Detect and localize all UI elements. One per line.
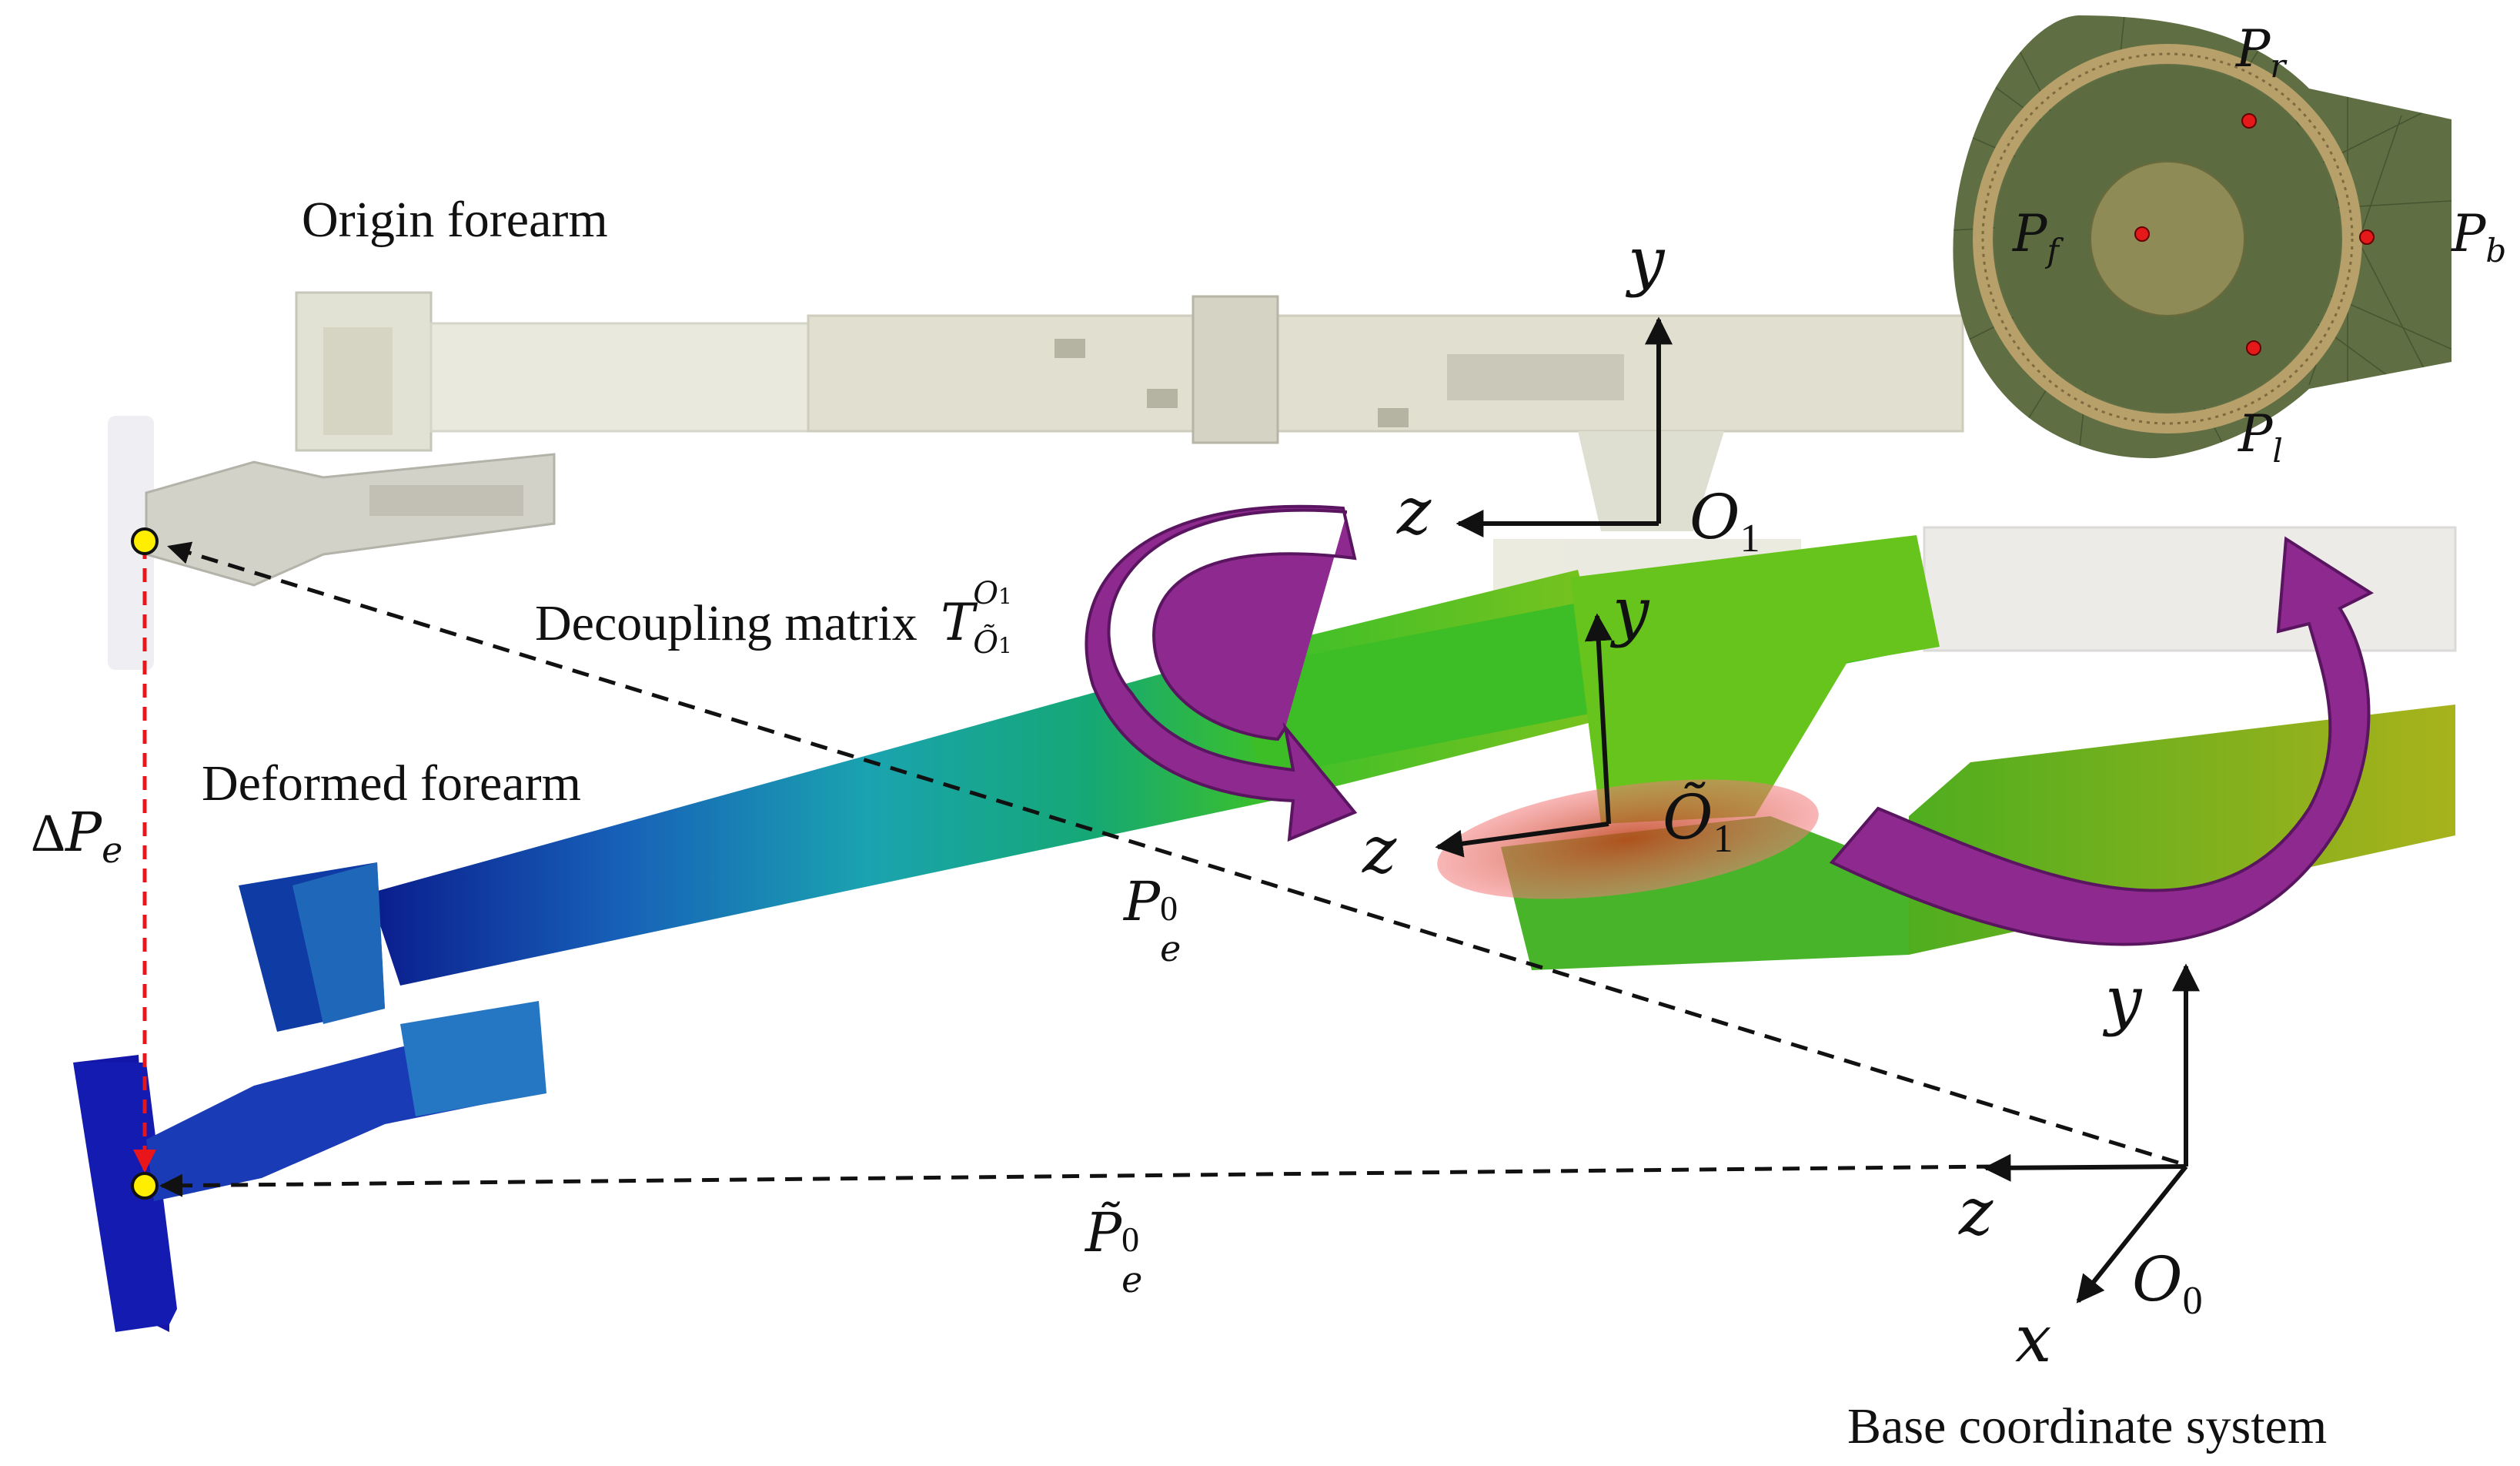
origin-gripper-cylinder xyxy=(369,485,523,516)
pe0t-sup: 0 xyxy=(1121,1220,1140,1259)
inset-hub xyxy=(2090,161,2245,316)
pr-P: P xyxy=(2236,19,2271,79)
joint-highlight-ellipse xyxy=(1437,779,1819,899)
origin-endpoint-marker xyxy=(131,527,159,555)
o1-origin-sub: 1 xyxy=(1740,517,1760,561)
pr-sub: r xyxy=(2270,47,2286,85)
o1t-origin-O: Õ xyxy=(1663,782,1713,853)
o0-origin-sub: 0 xyxy=(2182,1279,2203,1323)
o1-origin-O: O xyxy=(1689,481,1740,553)
matrix-superscript: O1 xyxy=(973,576,1012,611)
o1t-z-label: z xyxy=(1362,812,1397,888)
matrix-T: T xyxy=(941,593,975,652)
rotation-arrow-right xyxy=(1829,536,2375,946)
o0-z-label: z xyxy=(1959,1174,1994,1250)
o1t-y-axis xyxy=(1584,613,1613,825)
inset-point-pl xyxy=(2246,340,2261,356)
deformed-gripper-finger xyxy=(400,1001,546,1116)
origin-gripper-body xyxy=(145,453,556,587)
inset-point-pr xyxy=(2241,113,2257,129)
pe0-P: P xyxy=(1124,870,1161,933)
origin-slot-2 xyxy=(1147,389,1178,408)
decoupling-matrix-text: Decoupling matrix xyxy=(535,595,917,651)
pb-sub: b xyxy=(2485,232,2507,270)
pl-sub: l xyxy=(2272,432,2283,470)
o0-x-axis xyxy=(2076,1165,2188,1304)
o1-z-label: z xyxy=(1397,474,1432,549)
inset-point-pf xyxy=(2134,226,2150,242)
label-base-coordinate-system: Base coordinate system xyxy=(1847,1398,2328,1454)
deformed-gripper-plate xyxy=(73,1063,177,1332)
o1t-z-axis xyxy=(1435,822,1609,858)
deformed-wrist-face xyxy=(292,862,385,1024)
inset-point-pb xyxy=(2359,229,2375,245)
origin-clamp-block xyxy=(1191,295,1279,444)
origin-slot-3 xyxy=(1378,408,1409,427)
delta-pe-P: P xyxy=(65,801,102,864)
origin-forearm-model xyxy=(108,291,2457,670)
inset-label-pb: Pb xyxy=(2451,204,2506,269)
origin-wrist-inner xyxy=(323,327,393,435)
o1-y-label: y xyxy=(1628,223,1665,299)
cross-section-inset xyxy=(1953,15,2451,459)
deformed-endpoint-marker xyxy=(131,1172,159,1200)
axes-o0 xyxy=(1983,963,2200,1304)
origin-slot-1 xyxy=(1054,339,1085,358)
label-delta-pe: ΔPe xyxy=(31,801,122,871)
inset-label-pf: Pf xyxy=(2013,204,2059,269)
o1t-origin-label: Õ1 xyxy=(1663,782,1733,862)
pe0t-sub: e xyxy=(1121,1259,1143,1300)
matrix-sub-1: 1 xyxy=(998,633,1012,658)
label-deformed-forearm: Deformed forearm xyxy=(202,755,581,812)
origin-joint-mount xyxy=(1578,431,1724,531)
o0-z-axis xyxy=(1983,1153,2187,1182)
label-origin-forearm: Origin forearm xyxy=(302,192,608,248)
matrix-sup-1: 1 xyxy=(998,584,1012,609)
origin-gripper-plate xyxy=(108,416,154,670)
pe0-sup: 0 xyxy=(1160,889,1178,928)
delta-pe-sub: e xyxy=(102,829,123,871)
matrix-sub-O: Õ xyxy=(973,625,999,661)
axes-o1 xyxy=(1456,316,1673,537)
o0-origin-label: O0 xyxy=(2132,1243,2203,1324)
matrix-sup-O: O xyxy=(973,576,999,611)
matrix-subscript: Õ1 xyxy=(973,625,1012,661)
delta-symbol: Δ xyxy=(31,804,66,863)
o1t-origin-sub: 1 xyxy=(1713,817,1733,861)
pe0-sub: e xyxy=(1160,928,1181,969)
o0-x-label: x xyxy=(2015,1301,2052,1377)
inset-ring-teeth xyxy=(1981,52,2354,425)
pf-sub: f xyxy=(2047,232,2059,270)
inset-label-pl: Pl xyxy=(2238,404,2283,470)
axes-o1-tilde xyxy=(1435,613,1613,858)
pb-P: P xyxy=(2451,204,2486,263)
pl-P: P xyxy=(2238,404,2273,464)
origin-cylinder xyxy=(1447,354,1624,400)
origin-upper-arm xyxy=(1923,526,2457,652)
inset-label-pr: Pr xyxy=(2236,19,2286,85)
vector-pe0 xyxy=(167,541,2179,1165)
pe0t-P: P̃ xyxy=(1085,1201,1122,1264)
o0-y-label: y xyxy=(2105,962,2142,1038)
o1-origin-label: O1 xyxy=(1689,481,1760,561)
rotation-arrow-left xyxy=(1085,504,1358,842)
pf-P: P xyxy=(2013,204,2047,263)
o0-origin-O: O xyxy=(2132,1243,2183,1315)
o1t-y-label: y xyxy=(1613,574,1649,649)
deformed-joint-housing xyxy=(1570,535,1940,824)
vector-pe0-tilde xyxy=(159,1164,1994,1197)
